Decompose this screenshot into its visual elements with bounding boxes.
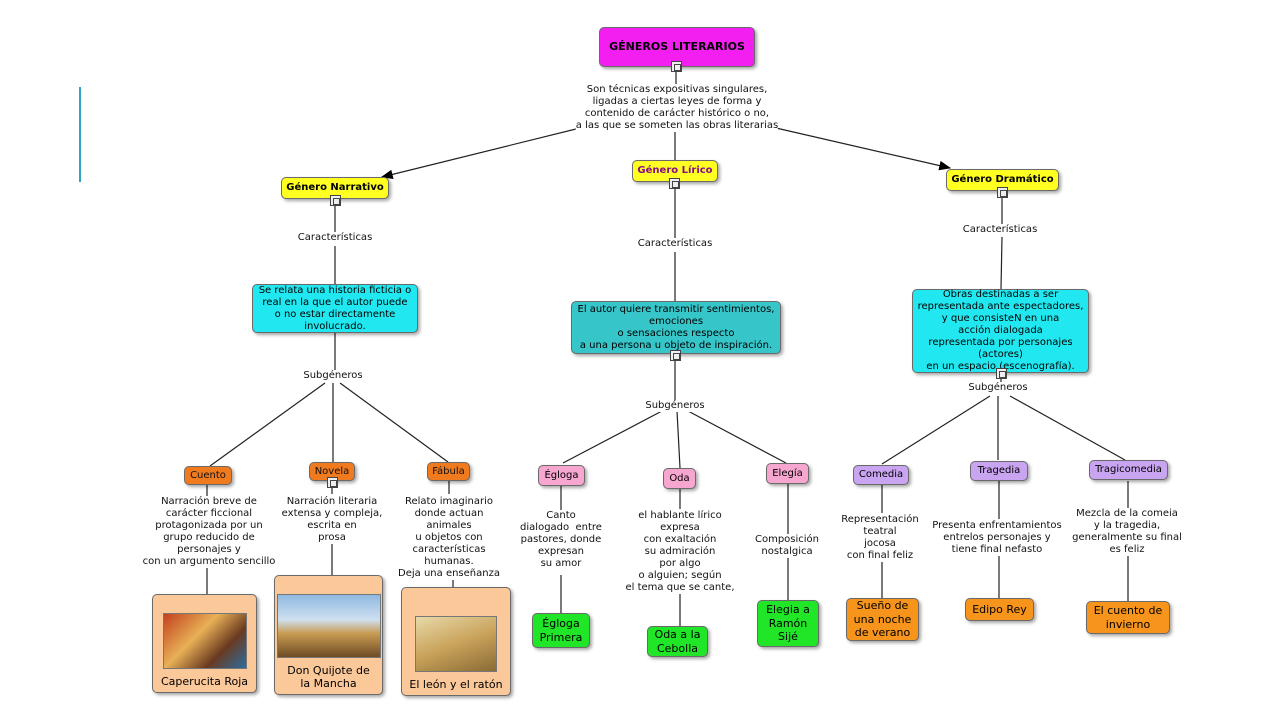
image-icon[interactable] bbox=[997, 187, 1008, 198]
subgenre-egloga[interactable]: Égloga bbox=[538, 465, 585, 486]
tragedia-description: Presenta enfrentamientos entrelos person… bbox=[932, 520, 1062, 556]
subgenre-elegia[interactable]: Elegía bbox=[766, 463, 809, 484]
example-caperucita[interactable]: Caperucita Roja bbox=[152, 594, 257, 693]
comedia-description: Representación teatral jocosa con final … bbox=[841, 514, 919, 562]
subgenre-comedia-label: Comedia bbox=[858, 469, 904, 480]
image-icon[interactable] bbox=[670, 350, 681, 361]
subgenre-cuento[interactable]: Cuento bbox=[184, 466, 232, 485]
example-cuento-invierno-label: El cuento de invierno bbox=[1093, 603, 1163, 631]
accent-bar bbox=[79, 87, 81, 182]
arrow-to-dramatico bbox=[775, 127, 952, 171]
example-sueno-noche-label: Sueño de una noche de verano bbox=[853, 598, 912, 640]
subgenre-oda[interactable]: Oda bbox=[663, 468, 696, 489]
subgenre-egloga-label: Égloga bbox=[544, 469, 579, 481]
lirico-characteristics-label: Características bbox=[637, 238, 713, 250]
arrow-to-narrativo bbox=[380, 127, 581, 180]
root-title: GÉNEROS LITERARIOS bbox=[609, 40, 745, 54]
dramatico-subgenres-label: Subgéneros bbox=[968, 382, 1028, 394]
example-cuento-invierno[interactable]: El cuento de invierno bbox=[1086, 601, 1170, 634]
example-quijote[interactable]: Don Quijote de la Mancha bbox=[274, 575, 383, 695]
example-leon-raton[interactable]: El león y el ratón bbox=[401, 587, 511, 696]
lirico-description[interactable]: El autor quiere transmitir sentimientos,… bbox=[571, 301, 781, 354]
dramatico-description[interactable]: Obras destinadas a ser representada ante… bbox=[912, 289, 1089, 373]
genre-lirico[interactable]: Género Lírico bbox=[632, 160, 718, 182]
subgenre-fabula[interactable]: Fábula bbox=[427, 462, 470, 481]
dramatico-description-text: Obras destinadas a ser representada ante… bbox=[917, 289, 1084, 372]
subgenre-cuento-label: Cuento bbox=[190, 469, 226, 481]
example-edipo-rey[interactable]: Edipo Rey bbox=[965, 598, 1034, 621]
subgenre-fabula-label: Fábula bbox=[432, 465, 465, 477]
image-icon[interactable] bbox=[996, 368, 1007, 379]
root-description: Son técnicas expositivas singulares, lig… bbox=[575, 84, 779, 132]
genre-lirico-title: Género Lírico bbox=[637, 165, 713, 176]
genre-narrativo-title: Género Narrativo bbox=[286, 182, 384, 193]
subgenre-comedia[interactable]: Comedia bbox=[853, 465, 909, 485]
dramatico-characteristics-label: Características bbox=[962, 224, 1038, 236]
quijote-illustration bbox=[276, 593, 381, 658]
example-elegia-ramon-label: Elegia a Ramón Sijé bbox=[766, 602, 810, 644]
fabula-description: Relato imaginario donde actuan animales … bbox=[398, 496, 500, 580]
novela-description: Narración literaria extensa y compleja, … bbox=[281, 496, 383, 544]
example-sueno-noche[interactable]: Sueño de una noche de verano bbox=[846, 598, 919, 641]
narrativo-characteristics-label: Características bbox=[297, 232, 373, 244]
root-node[interactable]: GÉNEROS LITERARIOS bbox=[599, 27, 755, 67]
subgenre-tragicomedia-label: Tragicomedia bbox=[1095, 464, 1162, 475]
example-oda-cebolla-label: Oda a la Cebolla bbox=[654, 627, 701, 655]
elegia-description: Composición nostalgica bbox=[754, 534, 820, 558]
tragicomedia-description: Mezcla de la comeia y la tragedia, gener… bbox=[1072, 508, 1182, 556]
image-icon[interactable] bbox=[327, 477, 338, 488]
example-egloga-primera-label: Égloga Primera bbox=[539, 616, 583, 644]
lirico-description-text: El autor quiere transmitir sentimientos,… bbox=[577, 303, 775, 351]
leon-illustration bbox=[415, 615, 497, 672]
image-icon[interactable] bbox=[669, 178, 680, 189]
image-icon[interactable] bbox=[671, 61, 682, 72]
example-elegia-ramon[interactable]: Elegia a Ramón Sijé bbox=[757, 600, 819, 647]
cuento-description: Narración breve de carácter ficcional pr… bbox=[142, 496, 276, 568]
subgenre-tragicomedia[interactable]: Tragicomedia bbox=[1089, 460, 1168, 480]
example-edipo-rey-label: Edipo Rey bbox=[972, 602, 1027, 616]
subgenre-tragedia[interactable]: Tragedia bbox=[970, 461, 1028, 481]
narrativo-description-text: Se relata una historia ficticia o real e… bbox=[258, 284, 412, 332]
subgenre-tragedia-label: Tragedia bbox=[977, 465, 1021, 476]
subgenre-novela-label: Novela bbox=[314, 465, 350, 477]
example-leon-raton-label: El león y el ratón bbox=[409, 677, 503, 691]
narrativo-subgenres-label: Subgéneros bbox=[303, 370, 363, 382]
caperucita-illustration bbox=[162, 612, 247, 669]
example-egloga-primera[interactable]: Égloga Primera bbox=[532, 613, 590, 648]
example-quijote-label: Don Quijote de la Mancha bbox=[287, 663, 370, 690]
subgenre-elegia-label: Elegía bbox=[772, 467, 803, 479]
narrativo-description[interactable]: Se relata una historia ficticia o real e… bbox=[252, 284, 418, 333]
example-caperucita-label: Caperucita Roja bbox=[161, 674, 248, 688]
example-oda-cebolla[interactable]: Oda a la Cebolla bbox=[647, 626, 708, 657]
image-icon[interactable] bbox=[330, 195, 341, 206]
genre-dramatico-title: Género Dramático bbox=[951, 174, 1054, 185]
lirico-subgenres-label: Subgéneros bbox=[645, 400, 705, 412]
egloga-description: Canto dialogado entre pastores, donde ex… bbox=[520, 510, 602, 570]
oda-description: el hablante lírico expresa con exaltació… bbox=[625, 510, 735, 594]
subgenre-oda-label: Oda bbox=[669, 472, 690, 484]
